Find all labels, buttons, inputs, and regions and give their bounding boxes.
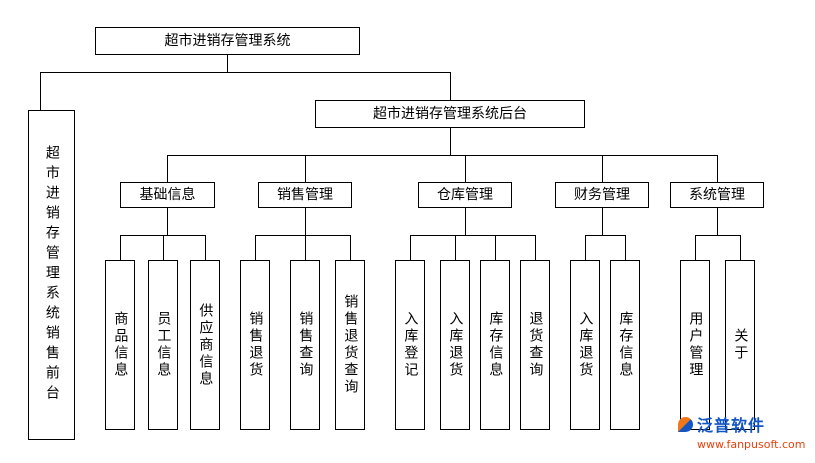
connector-line bbox=[255, 235, 256, 260]
connector-line bbox=[465, 155, 466, 182]
connector-line bbox=[305, 208, 306, 235]
connector-line bbox=[40, 72, 451, 73]
connector-line bbox=[167, 155, 718, 156]
group-warehouse-mgmt: 仓库管理 bbox=[418, 182, 512, 208]
connector-line bbox=[167, 155, 168, 182]
leaf-sales-return: 销售退货 bbox=[240, 260, 270, 430]
connector-line bbox=[455, 235, 456, 260]
vendor-url: www.fanpusoft.com bbox=[697, 438, 806, 451]
leaf-finance-stock-info: 库存信息 bbox=[610, 260, 640, 430]
connector-line bbox=[602, 155, 603, 182]
group-sales-mgmt: 销售管理 bbox=[258, 182, 352, 208]
connector-line bbox=[167, 208, 168, 235]
connector-line bbox=[450, 72, 451, 100]
leaf-finance-inbound-return: 入库退货 bbox=[570, 260, 600, 430]
connector-line bbox=[410, 235, 411, 260]
connector-line bbox=[717, 208, 718, 235]
connector-line bbox=[305, 235, 306, 260]
leaf-user-mgmt: 用户管理 bbox=[680, 260, 710, 430]
connector-line bbox=[602, 208, 603, 235]
leaf-supplier-info: 供应商信息 bbox=[190, 260, 220, 430]
connector-line bbox=[163, 235, 164, 260]
fanpu-logo-icon bbox=[678, 416, 693, 432]
connector-line bbox=[410, 235, 536, 236]
leaf-employee-info: 员工信息 bbox=[148, 260, 178, 430]
vendor-logo: 泛普软件 www.fanpusoft.com bbox=[678, 412, 808, 451]
connector-line bbox=[625, 235, 626, 260]
node-root: 超市进销存管理系统 bbox=[95, 27, 360, 55]
connector-line bbox=[717, 155, 718, 182]
connector-line bbox=[450, 128, 451, 155]
leaf-sales-return-query: 销售退货查询 bbox=[335, 260, 365, 430]
vendor-brand-name: 泛普软件 bbox=[697, 416, 766, 435]
connector-line bbox=[120, 235, 121, 260]
connector-line bbox=[695, 235, 741, 236]
leaf-about: 关于 bbox=[725, 260, 755, 430]
leaf-product-info: 商品信息 bbox=[105, 260, 135, 430]
leaf-return-query: 退货查询 bbox=[520, 260, 550, 430]
node-sales-frontend: 超市进销存管理系统销售前台 bbox=[28, 110, 75, 440]
connector-line bbox=[585, 235, 586, 260]
connector-line bbox=[585, 235, 626, 236]
leaf-inbound-register: 入库登记 bbox=[395, 260, 425, 430]
group-basic-info: 基础信息 bbox=[120, 182, 215, 208]
connector-line bbox=[255, 235, 351, 236]
leaf-inbound-return: 入库退货 bbox=[440, 260, 470, 430]
connector-line bbox=[227, 55, 228, 72]
node-backend: 超市进销存管理系统后台 bbox=[315, 100, 585, 128]
connector-line bbox=[465, 208, 466, 235]
connector-line bbox=[205, 235, 206, 260]
connector-line bbox=[535, 235, 536, 260]
connector-line bbox=[495, 235, 496, 260]
group-finance-mgmt: 财务管理 bbox=[555, 182, 649, 208]
connector-line bbox=[305, 155, 306, 182]
connector-line bbox=[40, 72, 41, 110]
leaf-sales-query: 销售查询 bbox=[290, 260, 320, 430]
connector-line bbox=[350, 235, 351, 260]
leaf-stock-info: 库存信息 bbox=[480, 260, 510, 430]
group-system-mgmt: 系统管理 bbox=[670, 182, 764, 208]
connector-line bbox=[695, 235, 696, 260]
connector-line bbox=[740, 235, 741, 260]
